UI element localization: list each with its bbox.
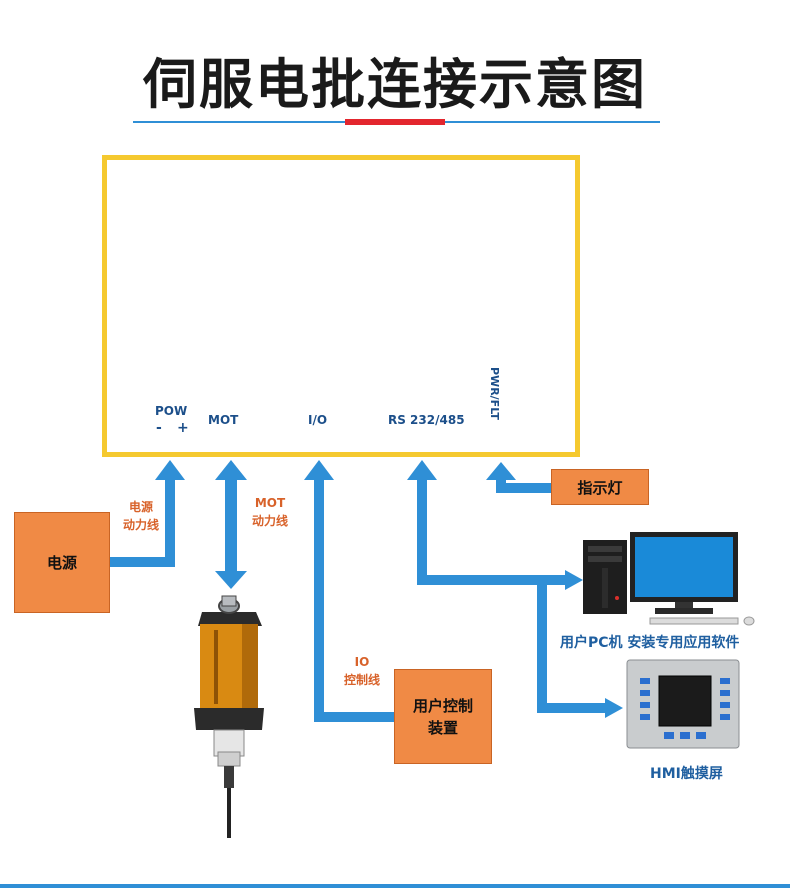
indicator-light-box: 指示灯: [551, 469, 649, 505]
user-control-device-box: 用户控制 装置: [394, 669, 492, 764]
port-pow-plus: +: [177, 420, 189, 436]
screwdriver-bit-holder: [224, 766, 234, 788]
port-pow-minus: -: [156, 420, 162, 436]
port-mot-label: MOT: [208, 413, 239, 427]
hmi-arrow-head: [605, 698, 623, 718]
io-cable-horizontal: [314, 712, 396, 722]
hmi-cable-horizontal: [537, 703, 607, 713]
mot-cable-line: [225, 478, 237, 573]
title-accent-bar: [345, 119, 445, 125]
pc-arrow-head: [565, 570, 583, 590]
pc-caption: 用户PC机 安装专用应用软件: [560, 635, 740, 651]
controller-box: [102, 155, 580, 457]
mot-cable-label: MOT 动力线: [251, 496, 288, 528]
port-rs-label: RS 232/485: [388, 413, 465, 427]
indicator-cable-horizontal: [496, 483, 551, 493]
rs-arrow-head: [407, 460, 437, 480]
pc-tower: [583, 540, 627, 614]
rs-cable-horizontal: [417, 575, 567, 585]
diagram-title: 伺服电批连接示意图: [143, 53, 647, 116]
mot-arrow-head-down: [215, 571, 247, 589]
power-cable-line: [108, 557, 175, 567]
screwdriver-bit: [227, 788, 231, 838]
port-pow-label: POW: [155, 404, 188, 418]
screwdriver-body-shade: [242, 624, 258, 708]
io-cable-label: IO 控制线: [343, 655, 380, 687]
screwdriver-bottom-cap: [194, 708, 264, 730]
pc-monitor: [630, 532, 755, 626]
bottom-border-line: [0, 884, 790, 888]
io-cable-vertical: [314, 478, 324, 722]
hmi-cable-vertical: [537, 580, 547, 713]
screwdriver-body-groove: [214, 630, 218, 704]
mot-arrow-head-up: [215, 460, 247, 480]
screwdriver-connector: [221, 595, 237, 607]
screwdriver-nose-ring: [217, 751, 241, 767]
power-supply-box: 电源: [14, 512, 110, 613]
port-io-label: I/O: [308, 413, 328, 427]
port-pwr-flt-label: PWR/FLT: [488, 367, 501, 420]
io-arrow-head: [304, 460, 334, 480]
power-cable-label: 电源 动力线: [122, 500, 159, 532]
hmi-caption: HMI触摸屏: [650, 766, 723, 782]
screwdriver-device: [194, 595, 264, 838]
screwdriver-top-cap: [198, 612, 262, 626]
power-arrow-head: [155, 460, 185, 480]
power-cable-vertical: [165, 478, 175, 567]
indicator-arrow-head: [486, 462, 516, 480]
rs-cable-vertical: [417, 478, 427, 585]
hmi-panel: [626, 659, 740, 749]
